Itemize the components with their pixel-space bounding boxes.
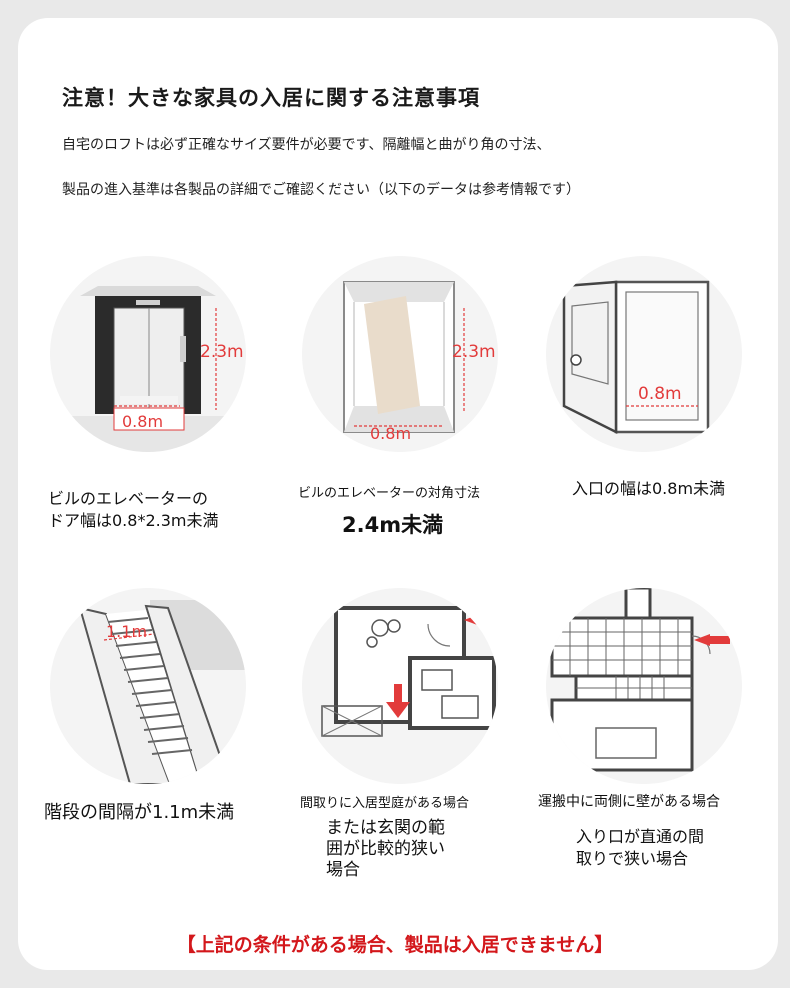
diagonal-width-label: 0.8m (370, 424, 412, 443)
item-3-caption: 入口の幅は0.8m未満 (572, 479, 726, 498)
door-height-label: 2.3m (200, 342, 244, 362)
item-6-caption-small: 運搬中に両側に壁がある場合 (538, 794, 720, 810)
item-5-caption-small: 間取りに入居型庭がある場合 (300, 796, 470, 811)
elevator-door-illustration: 2.3m 0.8m (50, 256, 246, 452)
item-2-caption-large: 2.4m未満 (342, 513, 444, 537)
entrance-door-illustration: 0.8m (546, 256, 742, 452)
staircase-illustration: 1.1m (50, 588, 246, 784)
item-1-caption-line-1: ビルのエレベーターの (48, 489, 209, 508)
door-width-label: 0.8m (122, 412, 164, 431)
footer-warning: 【上記の条件がある場合、製品は入居できません】 (176, 934, 614, 956)
item-2-caption-small: ビルのエレベーターの対角寸法 (298, 486, 481, 501)
diagonal-height-label: 2.3m (452, 342, 496, 362)
item-6-caption-line-1: 入り口が直通の間 (576, 827, 705, 846)
stair-width-label: 1.1m (106, 622, 148, 641)
walls-both-sides-illustration (546, 588, 742, 784)
item-6-caption-line-2: 取りで狭い場合 (576, 849, 689, 868)
item-1-caption-line-2: ドア幅は0.8*2.3m未満 (48, 511, 219, 530)
intro-line-2: 製品の進入基準は各製品の詳細でご確認ください（以下のデータは参考情報です） (62, 182, 580, 198)
item-5-caption-line-2: 囲が比較的狭い (326, 839, 445, 859)
intro-line-1: 自宅のロフトは必ず正確なサイズ要件が必要です、隔離幅と曲がり角の寸法、 (62, 137, 551, 153)
item-5-caption-line-1: または玄関の範 (326, 818, 445, 838)
item-5-caption-line-3: 場合 (326, 860, 360, 880)
item-4-caption: 階段の間隔が1.1m未満 (44, 802, 235, 823)
page-title: 注意！大きな家具の入居に関する注意事項 (62, 86, 480, 110)
elevator-diagonal-illustration: 2.3m 0.8m (302, 256, 498, 452)
courtyard-floorplan-illustration (302, 588, 498, 784)
entrance-width-label: 0.8m (638, 384, 682, 404)
content-card (18, 18, 778, 970)
